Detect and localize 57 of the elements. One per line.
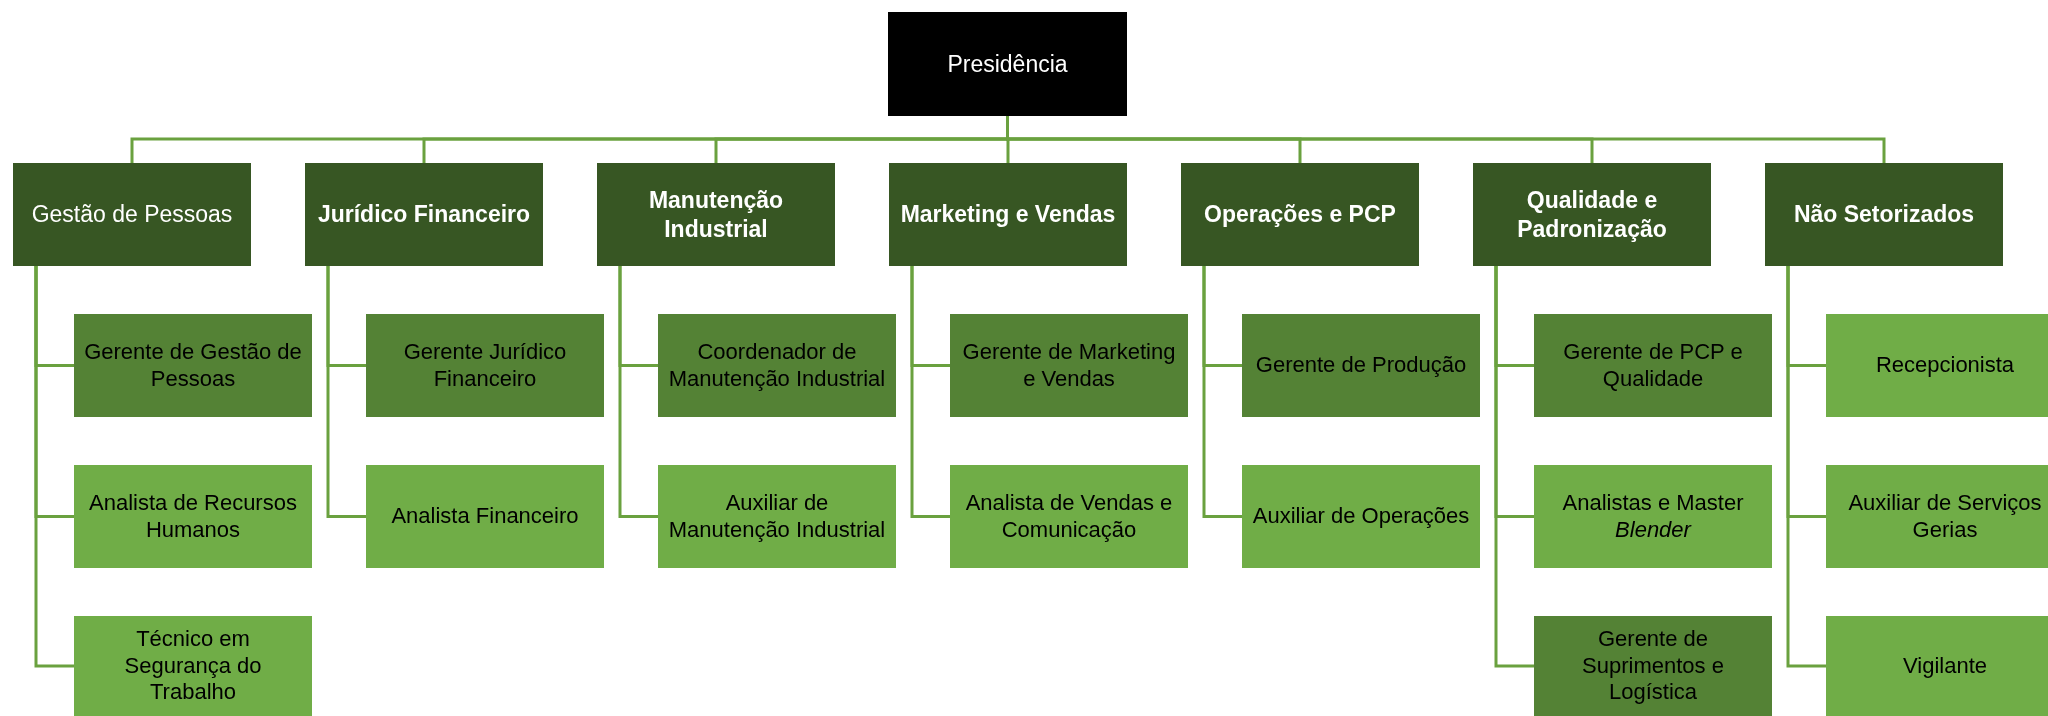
unit-title: Operações e PCP: [1204, 200, 1396, 229]
role-box: [1826, 465, 2048, 568]
department-box: [305, 163, 543, 266]
unit-title: Manutenção Industrial: [647, 186, 785, 243]
role-box: [366, 314, 604, 417]
connector-line: [618, 266, 658, 518]
role-title: Analista Financeiro: [391, 503, 579, 530]
role-box: [1534, 314, 1772, 417]
connector-line: [1202, 266, 1242, 518]
role-box: [366, 465, 604, 568]
role-title: Técnico em Segurança do Trabalho: [123, 625, 263, 707]
role-title: Auxiliar de Manutenção Industrial: [667, 489, 887, 544]
role-box: [1826, 314, 2048, 417]
role-title: Analista de Vendas e Comunicação: [964, 489, 1174, 544]
department-box: [1473, 163, 1711, 266]
role-box: [1242, 314, 1480, 417]
role-box: [950, 314, 1188, 417]
role-title: Coordenador de Manutenção Industrial: [667, 338, 887, 393]
role-title: Auxiliar de Serviços Gerias: [1847, 489, 2043, 544]
role-title: Gerente de Marketing e Vendas: [961, 338, 1177, 393]
department-box: [597, 163, 835, 266]
connector-line: [910, 266, 950, 518]
unit-title: Marketing e Vendas: [900, 200, 1116, 229]
role-box: [1534, 465, 1772, 568]
role-box: [74, 616, 312, 716]
role-title: Analistas e Master Blender: [1561, 489, 1745, 544]
department-box: [13, 163, 251, 266]
role-box: [74, 314, 312, 417]
connector-line: [326, 266, 366, 518]
role-box: [1242, 465, 1480, 568]
presidency-box: [888, 12, 1127, 116]
department-box: [1765, 163, 2003, 266]
unit-title: Jurídico Financeiro: [317, 200, 531, 229]
department-box: [1181, 163, 1419, 266]
role-box: [658, 465, 896, 568]
role-box: [1826, 616, 2048, 716]
unit-title: Presidência: [947, 49, 1068, 78]
role-box: [1534, 616, 1772, 716]
role-box: [658, 314, 896, 417]
connector-line: [34, 266, 74, 668]
role-title: Gerente Jurídico Financeiro: [402, 338, 568, 393]
unit-title: Não Setorizados: [1793, 200, 1975, 229]
connector-line: [1494, 266, 1534, 668]
role-title: Recepcionista: [1875, 352, 2015, 379]
role-title: Vigilante: [1903, 652, 1987, 680]
role-title: Gerente de PCP e Qualidade: [1562, 338, 1744, 393]
role-title: Gerente de Produção: [1255, 352, 1467, 379]
role-box: [950, 465, 1188, 568]
role-title: Auxiliar de Operações: [1252, 503, 1470, 530]
role-box: [74, 465, 312, 568]
unit-title: Qualidade e Padronização: [1516, 186, 1668, 243]
role-title: Analista de Recursos Humanos: [88, 489, 298, 544]
role-title: Gerente de Gestão de Pessoas: [83, 338, 303, 393]
unit-title: Gestão de Pessoas: [31, 200, 233, 229]
connector-line: [1786, 266, 1826, 668]
role-title: Gerente de Suprimentos e Logística: [1581, 625, 1725, 707]
department-box: [889, 163, 1127, 266]
